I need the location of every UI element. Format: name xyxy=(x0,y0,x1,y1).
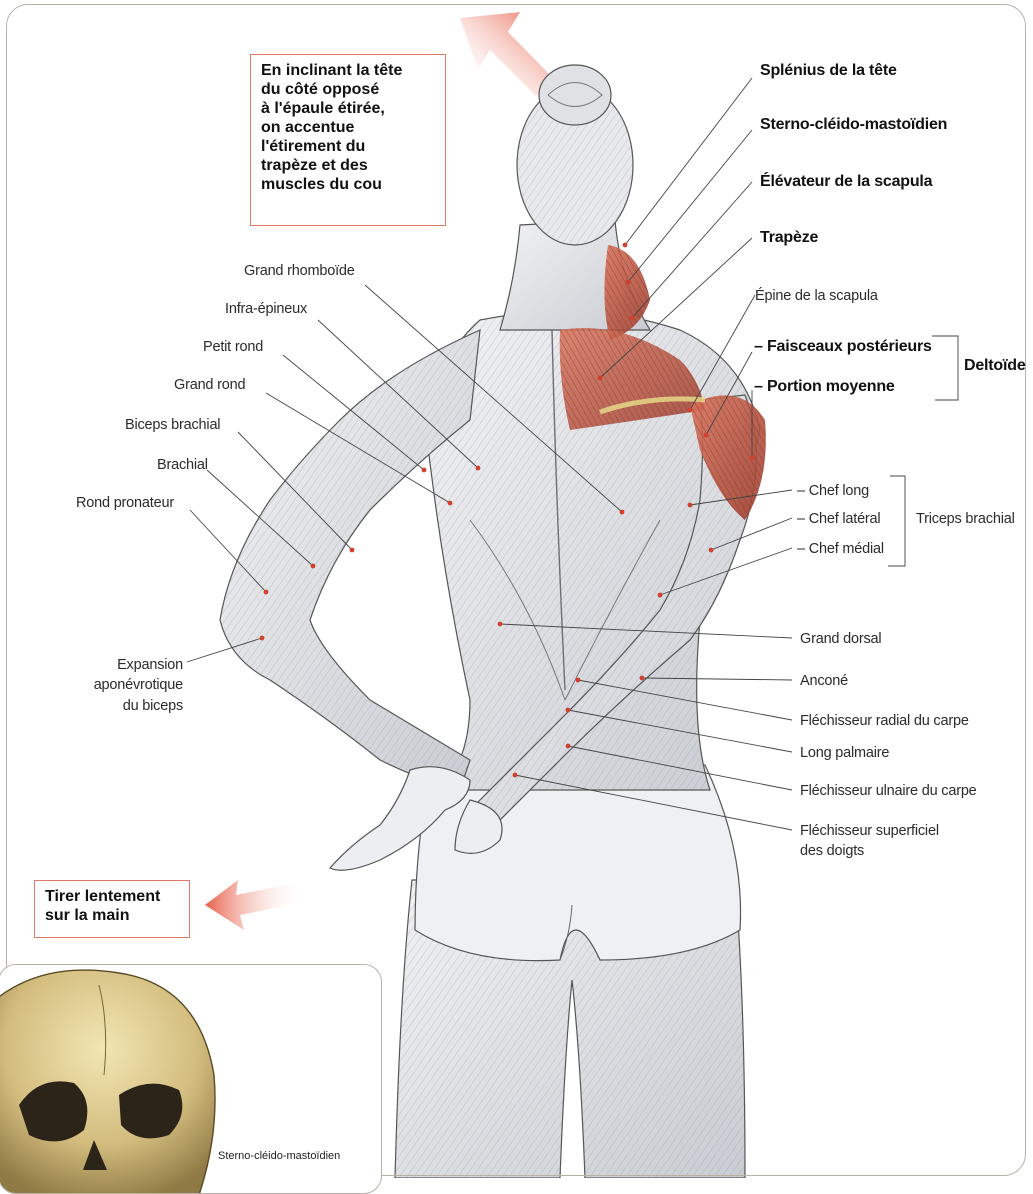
label-portion: – Portion moyenne xyxy=(754,378,895,396)
label-grand-rond: Grand rond xyxy=(174,376,245,394)
label-grand-rhomboide: Grand rhomboïde xyxy=(244,262,355,280)
label-long-palmaire: Long palmaire xyxy=(800,744,889,762)
pull-arrow-left xyxy=(205,880,304,930)
label-ancone: Anconé xyxy=(800,672,848,690)
label-rond-pronateur: Rond pronateur xyxy=(76,494,174,512)
label-epine: Épine de la scapula xyxy=(755,287,878,305)
label-deltoide: Deltoïde xyxy=(964,357,1026,375)
label-triceps: Triceps brachial xyxy=(916,510,1015,528)
label-expansion-1: Expansion xyxy=(100,656,183,674)
label-chef-long: – Chef long xyxy=(797,482,869,500)
label-flechisseur-superficiel-1: Fléchisseur superficiel xyxy=(800,822,939,840)
label-flechisseur-superficiel-2: des doigts xyxy=(800,842,864,860)
label-petit-rond: Petit rond xyxy=(203,338,263,356)
label-elevateur: Élévateur de la scapula xyxy=(760,173,932,191)
label-flechisseur-ulnaire: Fléchisseur ulnaire du carpe xyxy=(800,782,977,800)
label-splenius: Splénius de la tête xyxy=(760,62,897,80)
label-expansion-2: aponévrotique xyxy=(66,676,183,694)
label-brachial: Brachial xyxy=(157,456,208,474)
callout-pull-hand: Tirer lentement sur la main xyxy=(34,880,190,938)
label-expansion-3: du biceps xyxy=(100,697,183,715)
label-chef-lateral: – Chef latéral xyxy=(797,510,880,528)
label-grand-dorsal: Grand dorsal xyxy=(800,630,881,648)
label-faisceaux: – Faisceaux postérieurs xyxy=(754,338,932,356)
label-sterno: Sterno-cléido-mastoïdien xyxy=(760,116,947,134)
callout-head-tilt: En inclinant la tête du côté opposé à l'… xyxy=(250,54,446,226)
inset-caption: Sterno-cléido-mastoïdien xyxy=(218,1150,340,1162)
stretch-arrow-up xyxy=(460,12,555,96)
label-flechisseur-radial: Fléchisseur radial du carpe xyxy=(800,712,969,730)
label-biceps-brachial: Biceps brachial xyxy=(125,416,220,434)
label-chef-medial: – Chef médial xyxy=(797,540,884,558)
label-trapeze: Trapèze xyxy=(760,229,818,247)
label-infra-epineux: Infra-épineux xyxy=(225,300,307,318)
